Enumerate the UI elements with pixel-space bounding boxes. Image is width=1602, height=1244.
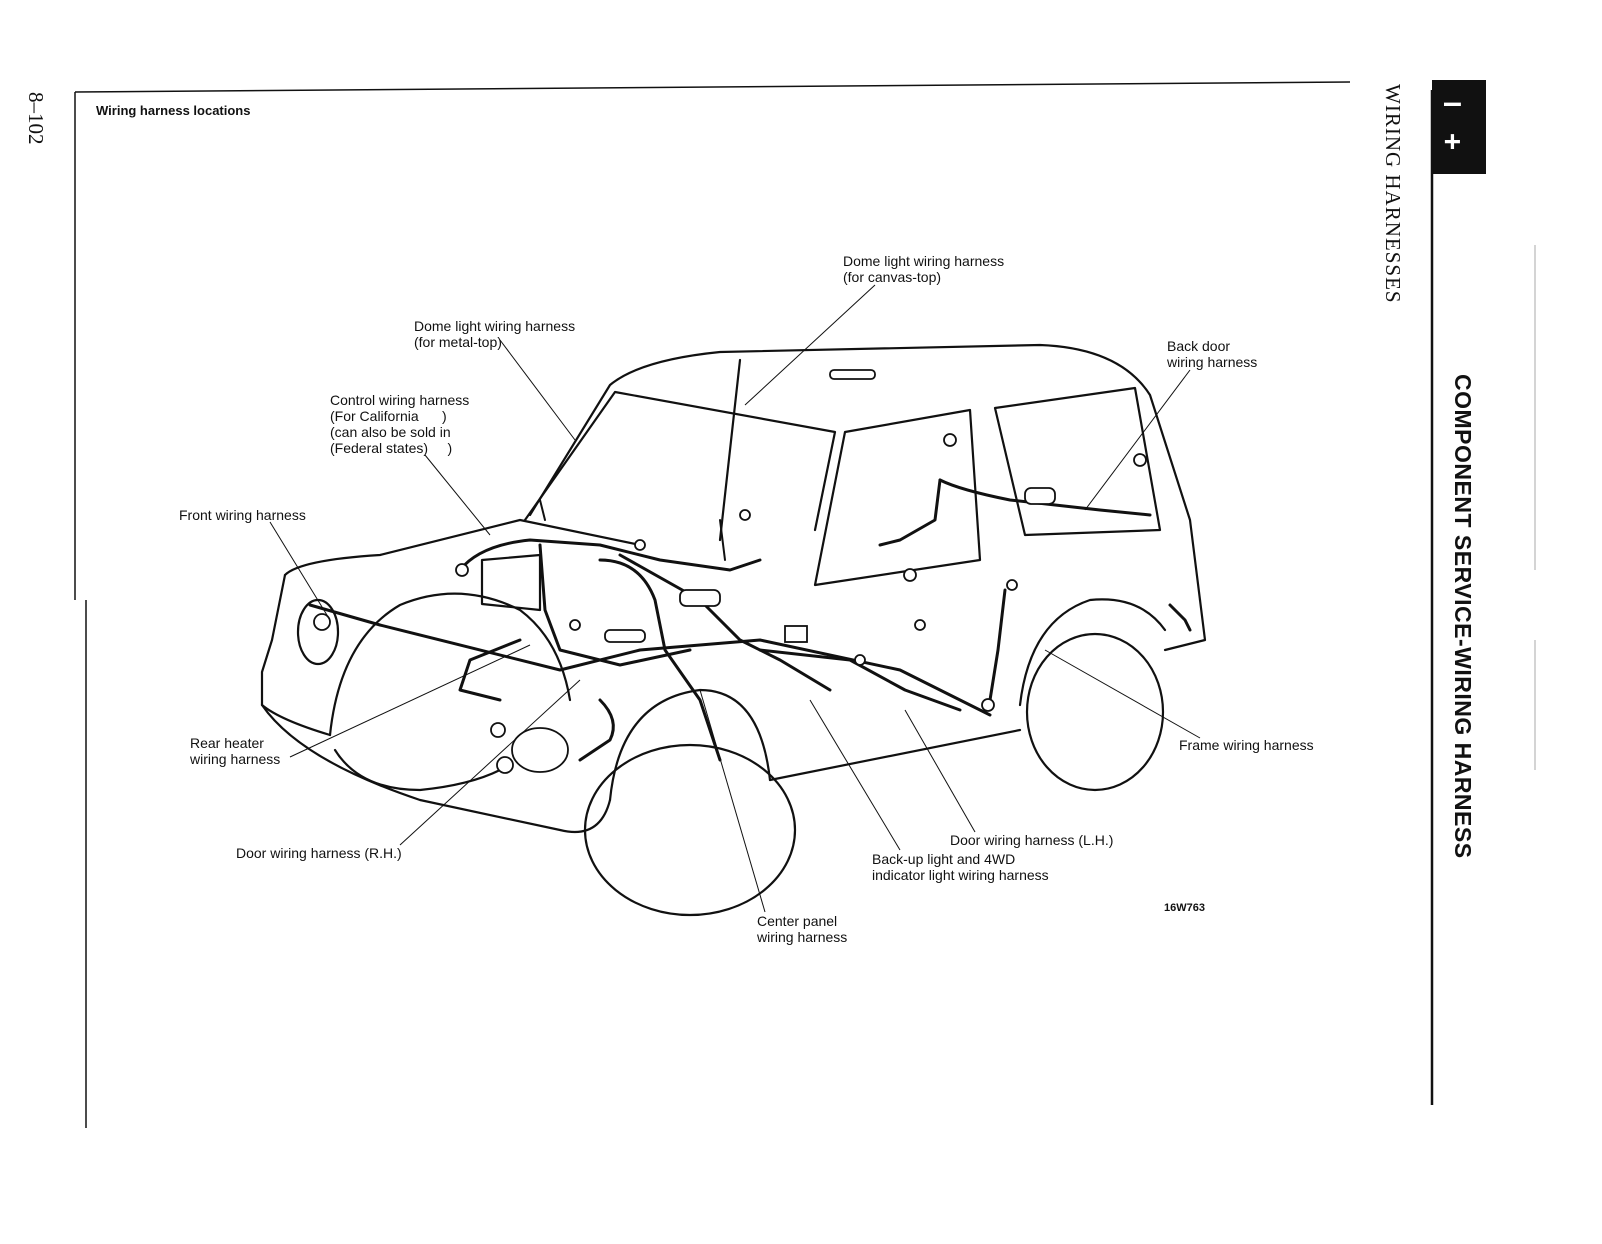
battery-plus-icon: + — [1444, 124, 1461, 157]
vehicle-body — [260, 343, 1207, 917]
label-center-panel-harness: Center panel wiring harness — [757, 913, 848, 945]
label-dome-light-canvas-top: Dome light wiring harness (for canvas-to… — [843, 253, 1005, 285]
label-door-harness-rh: Door wiring harness (R.H.) — [236, 845, 402, 861]
battery-minus-icon: – — [1444, 86, 1461, 119]
battery-icon: – + — [1432, 80, 1486, 174]
label-back-door-harness: Back door wiring harness — [1167, 338, 1258, 370]
label-backup-4wd-harness: Back-up light and 4WD indicator light wi… — [872, 851, 1049, 883]
harness-components — [313, 369, 1147, 774]
figure-title: Wiring harness locations — [96, 103, 251, 118]
label-front-harness: Front wiring harness — [179, 507, 306, 523]
leader-lines — [269, 284, 1201, 913]
label-door-harness-lh: Door wiring harness (L.H.) — [950, 832, 1114, 848]
figure-code: 16W763 — [1164, 902, 1205, 914]
label-control-harness: Control wiring harness (For California )… — [330, 392, 470, 456]
label-dome-light-metal-top: Dome light wiring harness (for metal-top… — [414, 318, 576, 350]
label-rear-heater-harness: Rear heater wiring harness — [190, 735, 281, 767]
wiring-harness-runs — [308, 478, 1192, 762]
label-frame-harness: Frame wiring harness — [1179, 737, 1314, 753]
page-frame — [74, 81, 1536, 1128]
